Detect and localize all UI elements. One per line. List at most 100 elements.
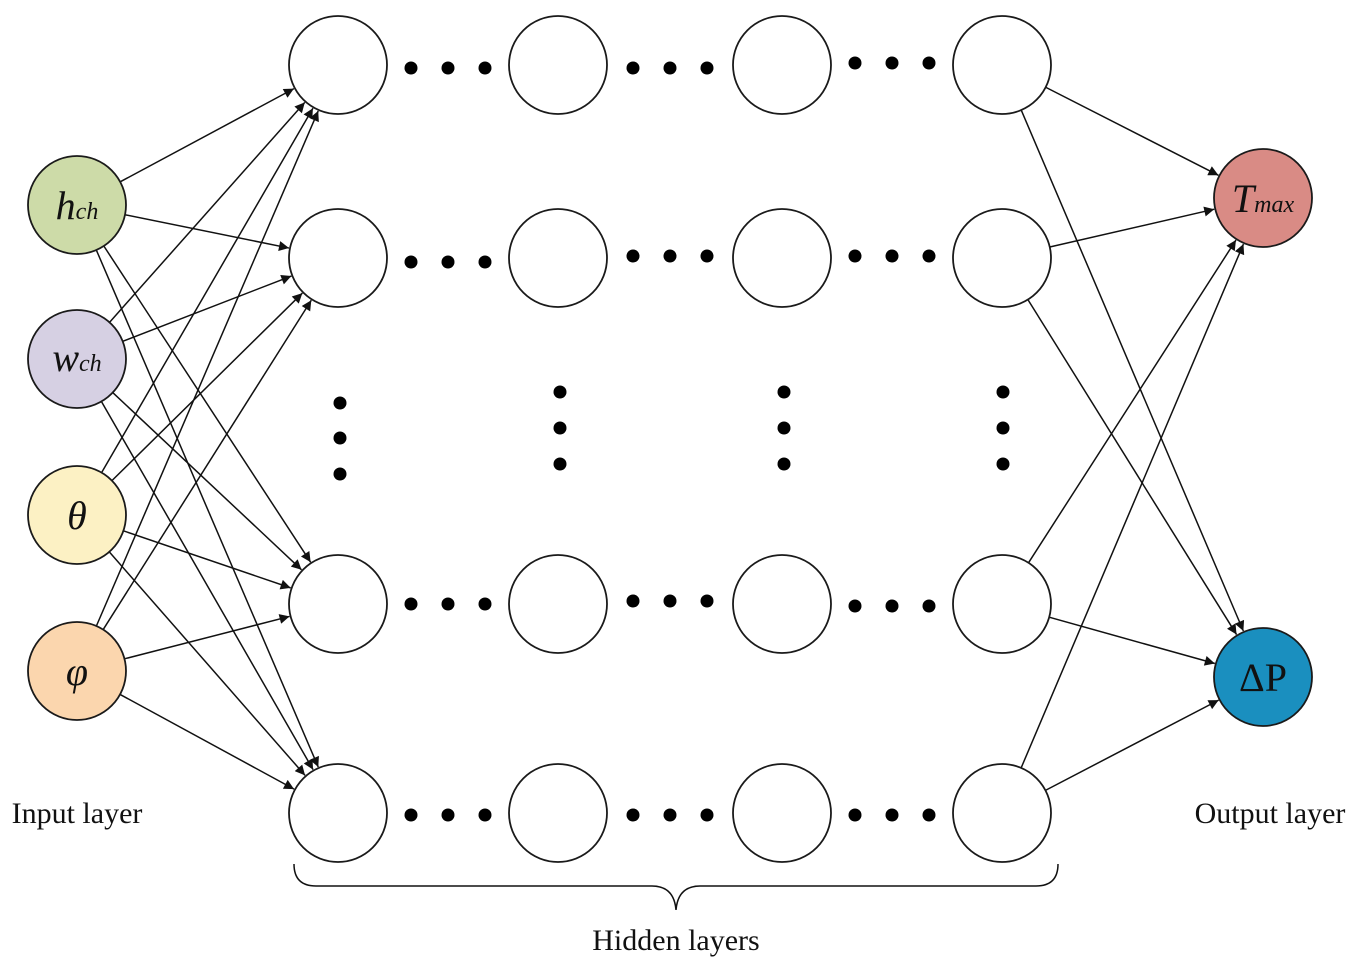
input-node-theta: θ	[27, 465, 127, 565]
input-node-w-ch: wch	[27, 309, 127, 409]
hidden-node	[732, 15, 832, 115]
hidden-node	[952, 763, 1052, 863]
hidden-node	[288, 554, 388, 654]
ellipsis-dot	[922, 599, 936, 613]
ellipsis-dot	[663, 808, 677, 822]
ellipsis-dot	[333, 431, 347, 445]
connection-arrow	[100, 401, 314, 771]
input-node-label: wch	[52, 335, 101, 380]
ellipsis-dot	[478, 597, 492, 611]
input-node-label: θ	[67, 493, 87, 538]
ellipsis-dots	[333, 56, 1010, 822]
connection-arrow	[100, 107, 314, 473]
connection-arrow	[123, 530, 291, 590]
ellipsis-dot	[777, 421, 791, 435]
ellipsis-dot	[885, 56, 899, 70]
ellipsis-dot	[404, 61, 418, 75]
connection-arrow	[1020, 109, 1245, 632]
hidden-node	[952, 554, 1052, 654]
hidden-node	[732, 208, 832, 308]
ellipsis-dot	[885, 249, 899, 263]
hidden-node	[952, 208, 1052, 308]
ellipsis-dot	[848, 808, 862, 822]
ellipsis-dot	[885, 599, 899, 613]
ellipsis-dot	[441, 808, 455, 822]
ellipsis-dot	[553, 385, 567, 399]
ellipsis-dot	[663, 249, 677, 263]
connection-arrow	[1027, 239, 1237, 564]
output-var-main: ΔP	[1239, 655, 1287, 700]
connection-arrow	[102, 299, 312, 630]
ellipsis-dot	[663, 61, 677, 75]
ellipsis-dot	[441, 61, 455, 75]
hidden-layers-caption: Hidden layers	[592, 924, 759, 957]
hidden-layers-group	[288, 15, 1052, 863]
ellipsis-dot	[626, 808, 640, 822]
ellipsis-dot	[404, 255, 418, 269]
ellipsis-dot	[777, 385, 791, 399]
ellipsis-dot	[626, 249, 640, 263]
ellipsis-dot	[700, 808, 714, 822]
hidden-node	[508, 208, 608, 308]
hidden-node	[288, 15, 388, 115]
ellipsis-dot	[996, 385, 1010, 399]
output-var-main: T	[1232, 176, 1257, 221]
input-var-sub: ch	[76, 199, 99, 225]
hidden-layers-brace	[293, 863, 1059, 911]
input-node-circle	[27, 621, 127, 721]
connection-arrow	[124, 214, 290, 251]
input-node-circle	[27, 309, 127, 409]
connection-arrow	[95, 110, 319, 627]
ellipsis-dot	[885, 808, 899, 822]
ellipsis-dot	[922, 808, 936, 822]
ellipsis-dot	[663, 594, 677, 608]
output-node-circle	[1213, 148, 1313, 248]
connection-arrow	[1048, 616, 1216, 666]
ellipsis-dot	[922, 56, 936, 70]
hidden-node	[732, 763, 832, 863]
input-node-label: φ	[66, 649, 88, 694]
hidden-node	[732, 554, 832, 654]
input-var-main: w	[52, 335, 79, 380]
connections	[95, 86, 1245, 792]
input-var-main: h	[56, 183, 76, 228]
connection-arrow	[1045, 699, 1220, 792]
ellipsis-dot	[922, 249, 936, 263]
output-var-sub: max	[1254, 192, 1294, 218]
ellipsis-dot	[404, 808, 418, 822]
connection-arrow	[119, 87, 295, 183]
input-var-main: φ	[66, 649, 88, 694]
input-node-label: hch	[56, 183, 99, 228]
ellipsis-dot	[700, 61, 714, 75]
connection-arrow	[1020, 243, 1245, 769]
connection-arrow	[122, 274, 292, 343]
connection-arrow	[1049, 206, 1215, 248]
output-node-t-max: Tmax	[1213, 148, 1313, 248]
ellipsis-dot	[996, 421, 1010, 435]
input-node-phi: φ	[27, 621, 127, 721]
connection-arrow	[108, 101, 306, 323]
output-node-circle	[1213, 627, 1313, 727]
ellipsis-dot	[404, 597, 418, 611]
connection-arrow	[124, 614, 290, 660]
ellipsis-dot	[700, 249, 714, 263]
input-node-circle	[27, 155, 127, 255]
ellipsis-dot	[333, 467, 347, 481]
output-layer-caption: Output layer	[1195, 797, 1346, 830]
ellipsis-dot	[553, 457, 567, 471]
connection-arrow	[1027, 299, 1238, 635]
ellipsis-dot	[626, 61, 640, 75]
input-layer-caption: Input layer	[12, 797, 143, 830]
ellipsis-dot	[333, 396, 347, 410]
connection-arrow	[108, 551, 306, 776]
hidden-node	[288, 763, 388, 863]
connection-arrow	[103, 245, 312, 563]
input-node-circle	[27, 465, 127, 565]
ellipsis-dot	[441, 255, 455, 269]
connection-arrow	[111, 292, 303, 482]
ellipsis-dot	[626, 594, 640, 608]
hidden-node	[952, 15, 1052, 115]
connection-arrow	[112, 391, 303, 571]
connection-arrow	[95, 249, 319, 768]
input-node-h-ch: hch	[27, 155, 127, 255]
